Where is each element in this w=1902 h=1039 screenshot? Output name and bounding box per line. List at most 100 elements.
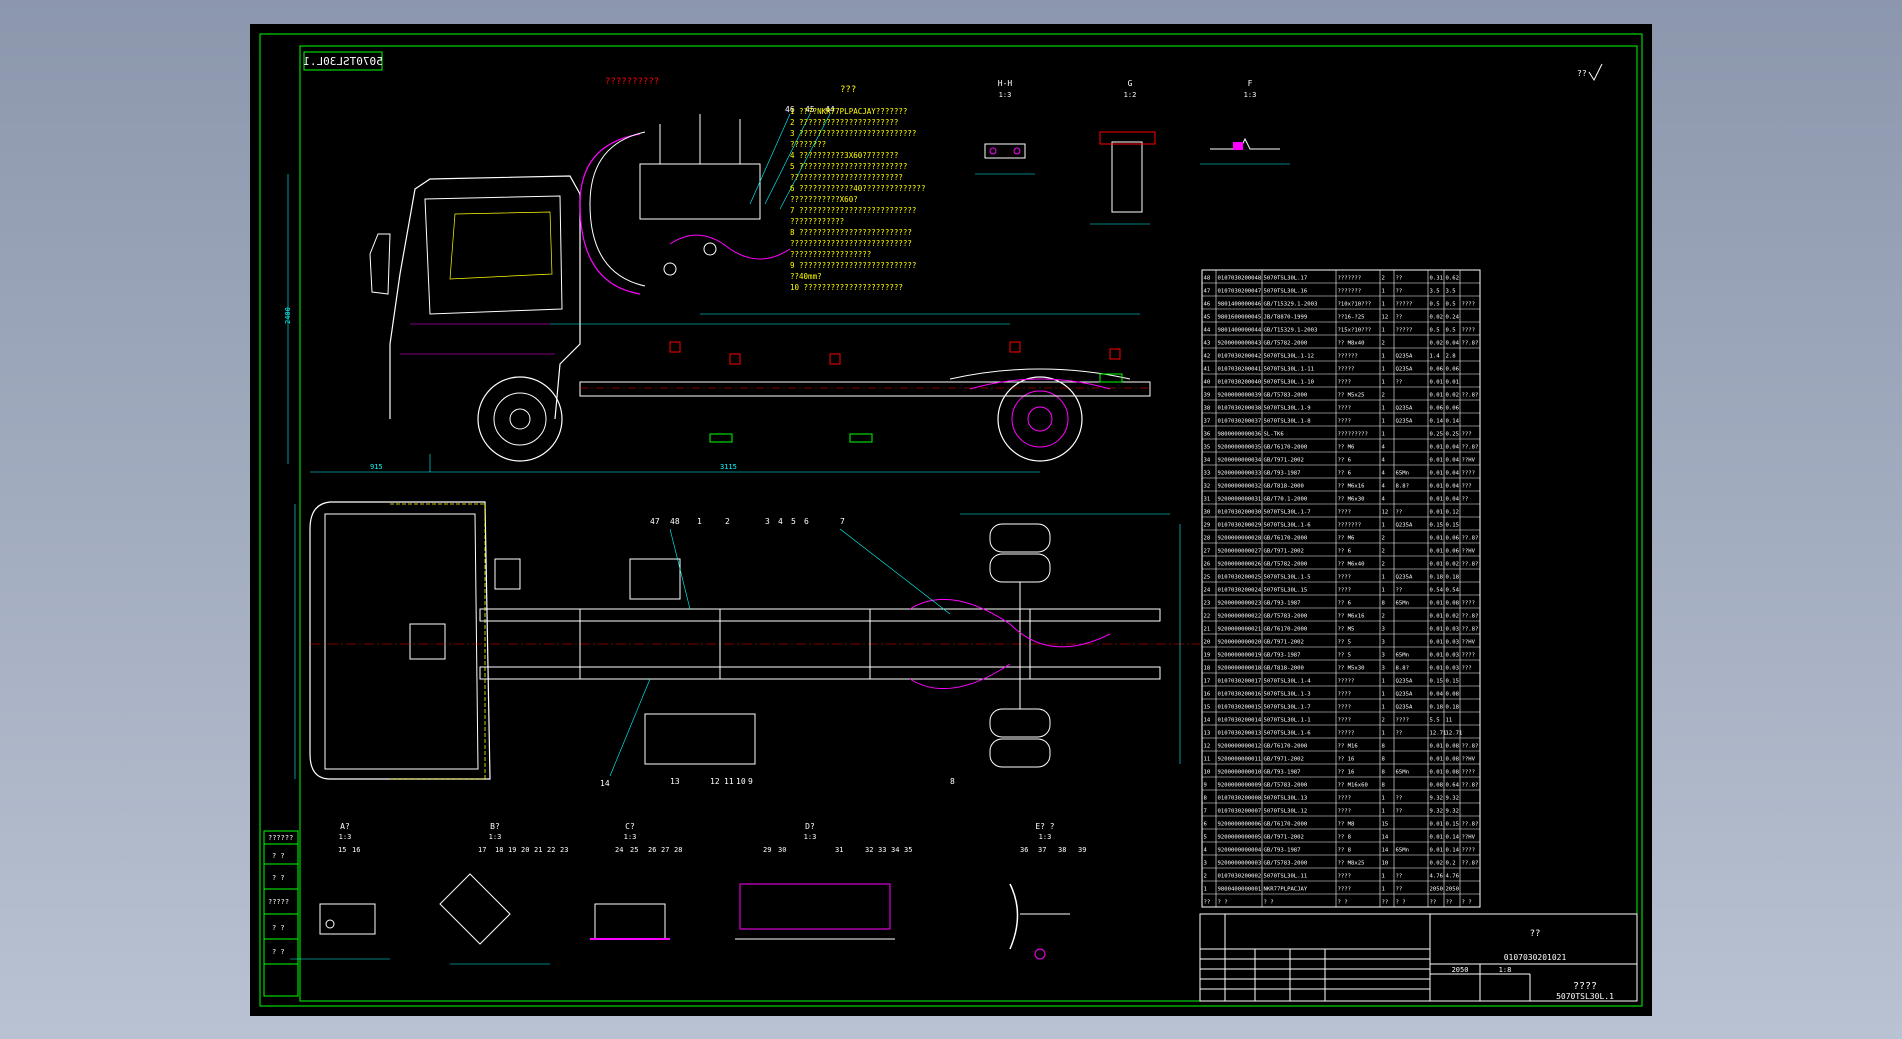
svg-text:915: 915 <box>370 463 383 471</box>
bom-cell: ????????? <box>1338 432 1368 438</box>
bom-cell: 5070TSL30L.13 <box>1264 796 1308 802</box>
svg-text:30: 30 <box>778 846 786 854</box>
bom-cell: ?? M5x25 <box>1338 393 1365 399</box>
bom-cell: 0107030200017 <box>1218 679 1262 685</box>
bom-cell: 0107030200042 <box>1218 354 1262 360</box>
svg-text:????????????: ???????????? <box>790 217 844 226</box>
svg-text:? ?: ? ? <box>272 852 285 860</box>
bom-cell: 0.08 <box>1446 770 1460 776</box>
bom-cell: 8 <box>1382 757 1386 763</box>
bom-cell: ????? <box>1396 328 1413 334</box>
section-views-top: H-H 1:3 G 1:2 F 1:3 <box>975 79 1290 225</box>
bom-cell: 0.01 <box>1430 497 1443 503</box>
svg-text:?????????????????????????: ????????????????????????? <box>790 173 903 182</box>
bom-cell: 1.4 <box>1430 354 1441 360</box>
bom-cell: 11 <box>1204 757 1211 763</box>
bom-cell: 0107030200013 <box>1218 731 1262 737</box>
bom-cell: Q235A <box>1396 575 1413 581</box>
svg-text:34: 34 <box>891 846 899 854</box>
bom-cell: ??HV <box>1462 458 1476 464</box>
bom-cell: 0107030200016 <box>1218 692 1262 698</box>
bom-cell: 2 <box>1382 549 1385 555</box>
bom-cell: 5070TSL30L.1-7 <box>1264 705 1311 711</box>
bom-cell: ?15x?10??? <box>1338 328 1372 334</box>
bom-cell: 5070TSL30L.1-12 <box>1264 354 1315 360</box>
bom-cell: 0.01 <box>1446 380 1459 386</box>
bom-cell: 9.32 <box>1446 796 1459 802</box>
bom-cell: GB/T93-1987 <box>1264 653 1301 659</box>
svg-text:5070TSL30L.1: 5070TSL30L.1 <box>1556 992 1614 1001</box>
svg-text:????????: ???????? <box>790 140 826 149</box>
bom-cell: 9200000000039 <box>1218 393 1262 399</box>
svg-text:1 ????NKR77PLPACJAY???????: 1 ????NKR77PLPACJAY??????? <box>790 107 907 116</box>
bom-cell: ???? <box>1338 874 1351 880</box>
bom-cell: ??? <box>1462 432 1472 438</box>
bom-cell: 0.02 <box>1430 341 1443 347</box>
bom-cell: 0.02 <box>1446 614 1459 620</box>
bom-cell: 36 <box>1204 432 1211 438</box>
svg-text:1:3: 1:3 <box>1039 833 1052 841</box>
bom-cell: Q235A <box>1396 419 1413 425</box>
bom-cell: 0.01 <box>1430 770 1443 776</box>
svg-text:35: 35 <box>904 846 912 854</box>
svg-text:6: 6 <box>804 517 809 526</box>
bom-cell: 2050 <box>1430 887 1443 893</box>
bom-cell: ???? <box>1338 718 1351 724</box>
bom-cell: GB/T5783-2000 <box>1264 614 1308 620</box>
bom-cell: GB/T93-1987 <box>1264 770 1301 776</box>
bom-cell: Q235A <box>1396 367 1413 373</box>
bom-cell: 25 <box>1204 575 1211 581</box>
bom-cell: 9200000000011 <box>1218 757 1262 763</box>
bom-cell: 43 <box>1204 341 1211 347</box>
bom-cell: 4 <box>1382 445 1386 451</box>
svg-text:48: 48 <box>670 517 680 526</box>
bom-cell: 0.14 <box>1446 419 1460 425</box>
bom-cell: 9200000000026 <box>1218 562 1262 568</box>
svg-text:32: 32 <box>865 846 873 854</box>
bom-cell: GB/T818-2000 <box>1264 666 1304 672</box>
bom-cell: 0.15 <box>1430 523 1443 529</box>
bom-cell: 0.01 <box>1430 484 1443 490</box>
svg-text:2 ??????????????????????: 2 ?????????????????????? <box>790 118 898 127</box>
bom-cell: 5070TSL30L.1-9 <box>1264 406 1311 412</box>
svg-text:??????????: ?????????? <box>605 77 659 87</box>
bom-cell: 31 <box>1204 497 1211 503</box>
bom-cell: 0.18 <box>1446 705 1460 711</box>
svg-text:20: 20 <box>521 846 529 854</box>
svg-text:9: 9 <box>748 777 753 786</box>
bom-cell: 5070TSL30L.16 <box>1264 289 1308 295</box>
svg-text:5 ????????????????????????: 5 ???????????????????????? <box>790 162 907 171</box>
bom-cell: 12 <box>1382 315 1389 321</box>
svg-text:??????????????????: ?????????????????? <box>790 250 871 259</box>
bom-cell: 29 <box>1204 523 1211 529</box>
bom-cell: GB/T5782-2000 <box>1264 562 1308 568</box>
wiring-detail: ?????????? 46 45 44 <box>579 77 835 295</box>
bom-cell: 9 <box>1204 783 1207 789</box>
bom-cell: 2 <box>1382 276 1385 282</box>
bom-cell: ??HV <box>1462 640 1476 646</box>
svg-text:17: 17 <box>478 846 486 854</box>
bom-cell: 9200000000018 <box>1218 666 1262 672</box>
bom-cell: ?? <box>1396 510 1403 516</box>
bom-cell: 9200000000043 <box>1218 341 1262 347</box>
bom-header-cell: ? ? <box>1218 900 1228 906</box>
bom-cell: 9801600000045 <box>1218 315 1262 321</box>
bom-cell: 4.76 <box>1430 874 1443 880</box>
bom-cell: 28 <box>1204 536 1211 542</box>
bom-cell: 0107030200025 <box>1218 575 1262 581</box>
bom-cell: 0.06 <box>1446 406 1459 412</box>
bom-cell: ?? M8x40 <box>1338 341 1365 347</box>
bom-cell: 1 <box>1382 523 1385 529</box>
bom-cell: 0.25 <box>1446 432 1459 438</box>
bom-cell: 0.01 <box>1430 601 1443 607</box>
bom-cell: 5 <box>1204 835 1207 841</box>
bom-cell: ??.8? <box>1462 536 1479 542</box>
bom-cell: ?? 16 <box>1338 770 1355 776</box>
svg-text:28: 28 <box>674 846 682 854</box>
svg-text:10: 10 <box>736 777 746 786</box>
bom-cell: 0.15 <box>1430 679 1443 685</box>
bom-cell: 8 <box>1382 783 1386 789</box>
bom-cell: 0.12 <box>1446 510 1459 516</box>
bom-cell: ????? <box>1338 367 1355 373</box>
bom-cell: 5070TSL30L.1-11 <box>1264 367 1315 373</box>
